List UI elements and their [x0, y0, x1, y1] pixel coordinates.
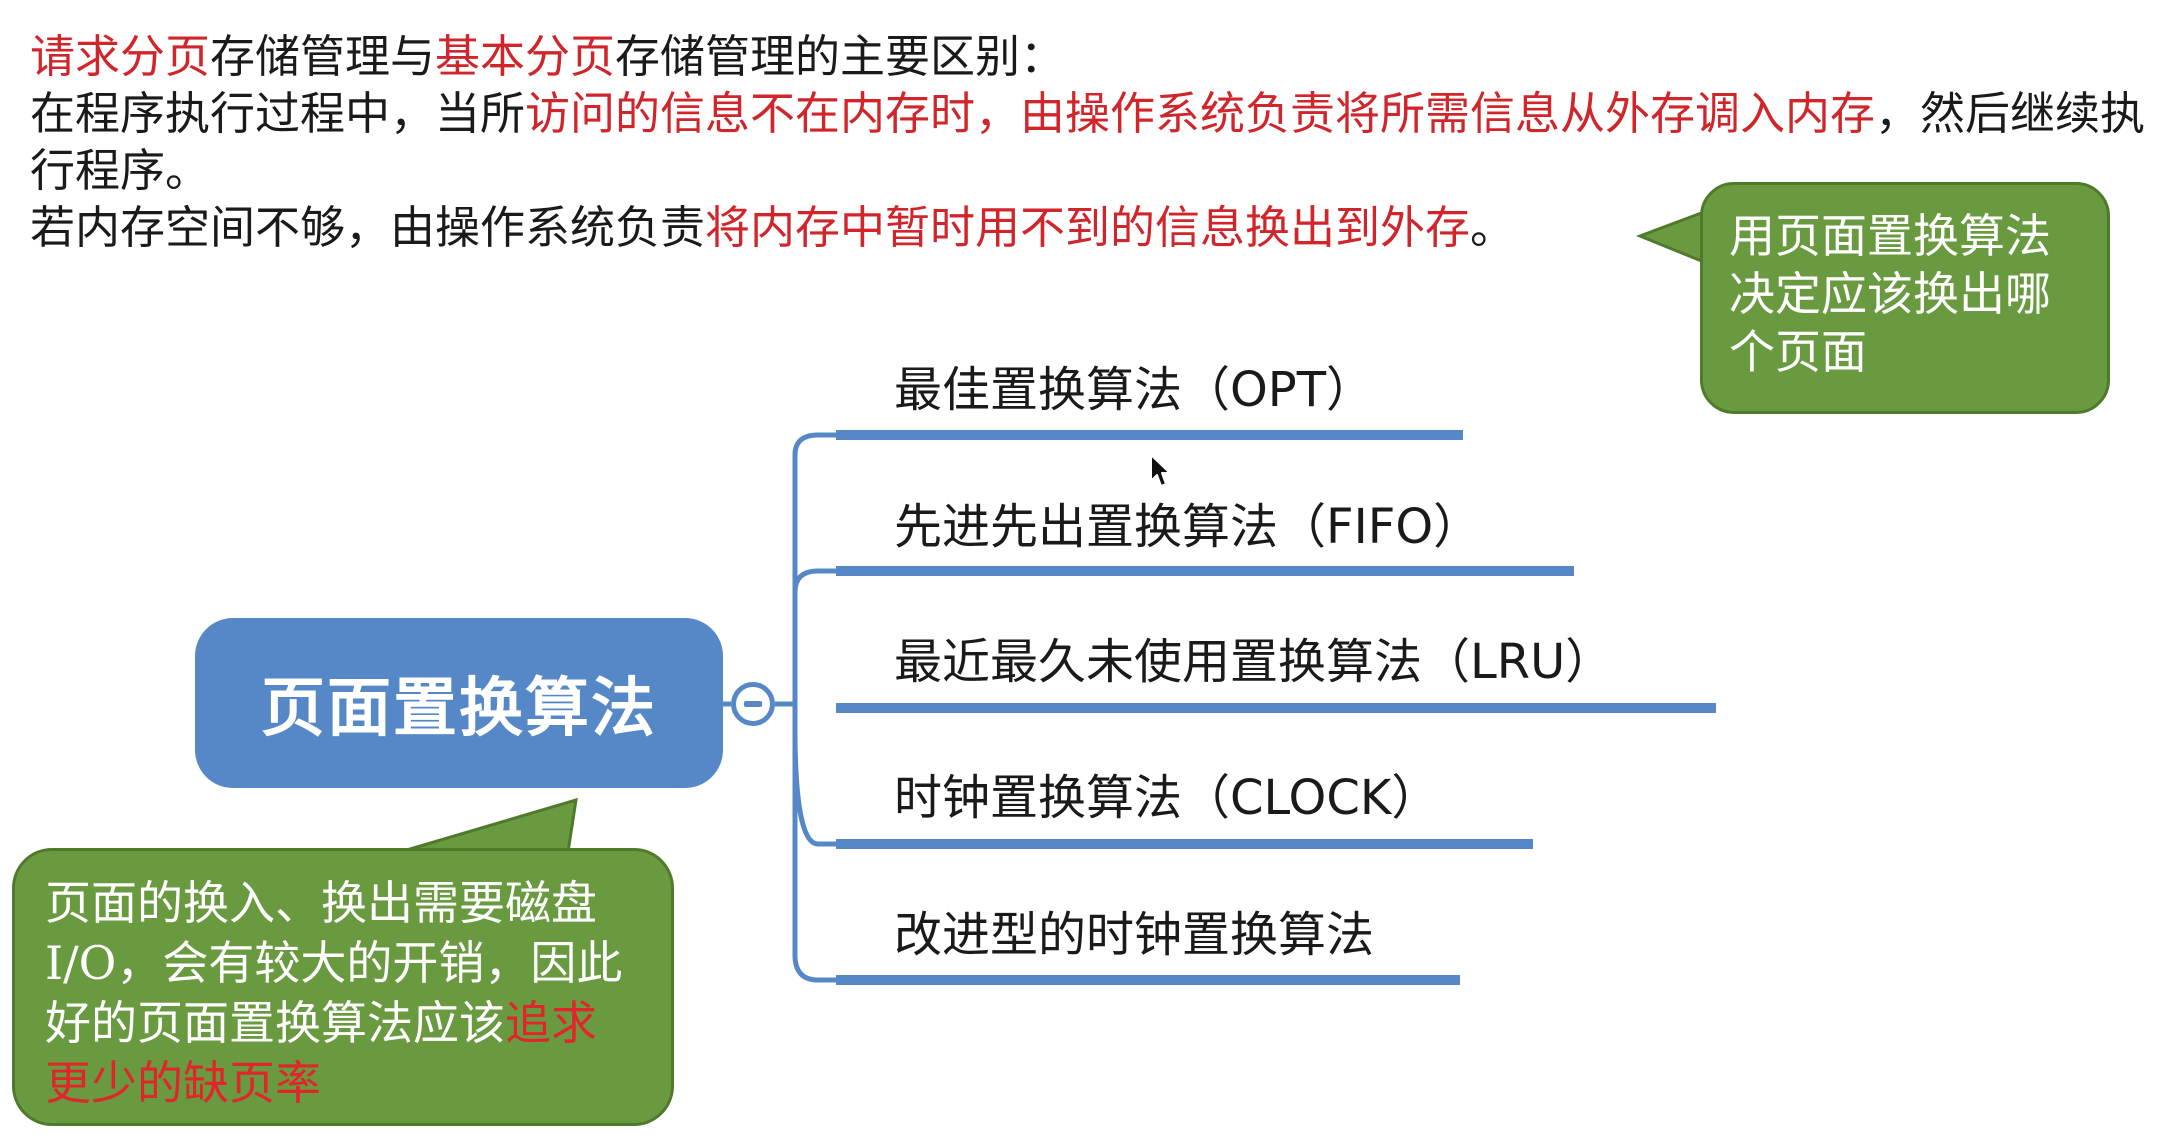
callout-right-text: 用页面置换算法决定应该换出哪个页面 [1729, 209, 2051, 379]
branch-underline-3 [836, 839, 1533, 849]
term-demand-paging: 请求分页 [30, 30, 211, 83]
term-basic-paging: 基本分页 [435, 30, 616, 83]
callout-right: 用页面置换算法决定应该换出哪个页面 [1700, 182, 2110, 414]
callout-left-text: 页面的换入、换出需要磁盘I/O，会有较大的开销，因此好的页面置换算法应该 [45, 876, 623, 1050]
intro-line-2-highlight: 访问的信息不在内存时，由操作系统负责将所需信息从外存调入内存 [525, 87, 1876, 140]
callout-left-highlight: 追求更少的缺页率 [45, 996, 597, 1110]
elbow-0 [792, 432, 838, 456]
left-callout-tail [399, 797, 578, 854]
elbow-1 [792, 568, 838, 593]
elbow-3 [792, 727, 838, 847]
mouse-pointer-icon [1150, 454, 1171, 487]
intro-line-2: 在程序执行过程中，当所访问的信息不在内存时，由操作系统负责将所需信息从外存调入内… [30, 85, 2150, 199]
branch-clock[interactable]: 时钟置换算法（CLOCK） [894, 770, 1440, 826]
intro-line-2-text-b: ，然后继续执行程序。 [30, 87, 2146, 197]
branch-underline-2 [836, 703, 1716, 713]
intro-line-3: 若内存空间不够，由操作系统负责将内存中暂时用不到的信息换出到外存。 [30, 199, 2150, 256]
intro-text: 请求分页存储管理与基本分页存储管理的主要区别： 在程序执行过程中，当所访问的信息… [30, 28, 2150, 256]
intro-line-1: 请求分页存储管理与基本分页存储管理的主要区别： [30, 28, 2150, 85]
branch-underline-4 [836, 975, 1460, 985]
intro-line-3-highlight: 将内存中暂时用不到的信息换出到外存 [705, 201, 1471, 254]
branch-improved-clock[interactable]: 改进型的时钟置换算法 [894, 907, 1375, 963]
callout-left: 页面的换入、换出需要磁盘I/O，会有较大的开销，因此好的页面置换算法应该追求更少… [12, 848, 674, 1126]
branch-opt[interactable]: 最佳置换算法（OPT） [894, 362, 1375, 418]
branch-underline-1 [836, 566, 1574, 576]
intro-line-1-text-b: 存储管理的主要区别： [615, 30, 1066, 83]
elbow-4 [792, 954, 838, 983]
intro-line-3-text-a: 若内存空间不够，由操作系统负责 [30, 201, 706, 254]
collapse-toggle-icon[interactable] [731, 682, 775, 726]
branch-fifo[interactable]: 先进先出置换算法（FIFO） [894, 499, 1482, 555]
branch-lru[interactable]: 最近最久未使用置换算法（LRU） [894, 634, 1614, 690]
root-topic[interactable]: 页面置换算法 [195, 618, 723, 788]
right-callout-tail [1635, 209, 1706, 265]
intro-line-3-text-b: 。 [1470, 201, 1516, 254]
intro-line-1-text-a: 存储管理与 [210, 30, 436, 83]
branch-underline-0 [836, 430, 1463, 440]
intro-line-2-text-a: 在程序执行过程中，当所 [30, 87, 526, 140]
